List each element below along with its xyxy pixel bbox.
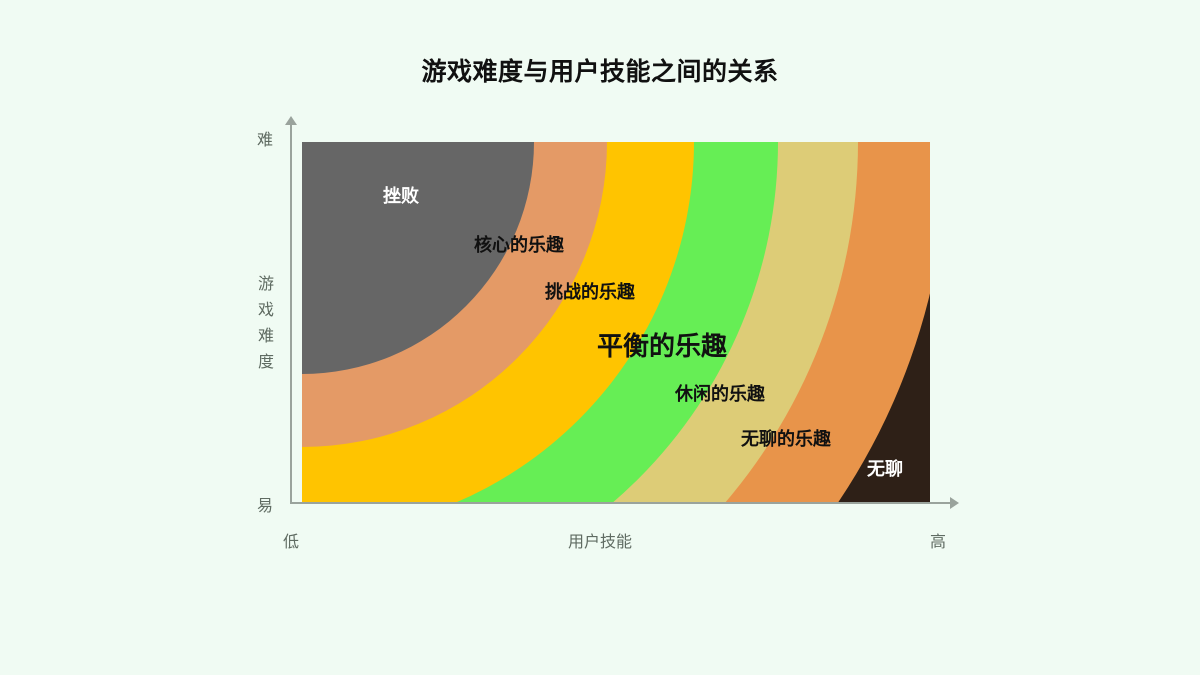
zone-label: 平衡的乐趣 <box>597 331 728 361</box>
zone-label: 挑战的乐趣 <box>545 282 635 302</box>
x-axis-line <box>290 502 955 504</box>
zone-label: 核心的乐趣 <box>474 235 564 255</box>
y-axis-arrow-icon <box>285 116 297 125</box>
y-axis-title: 游戏难度 <box>257 276 274 371</box>
y-axis-min-label: 易 <box>257 498 274 515</box>
zone-label: 无聊的乐趣 <box>741 429 831 449</box>
y-axis-line <box>290 122 292 504</box>
arc-band <box>302 142 534 374</box>
x-axis-min-label: 低 <box>283 534 300 551</box>
zone-label: 挫败 <box>383 186 419 206</box>
y-axis-max-label: 难 <box>257 132 274 149</box>
x-axis-max-label: 高 <box>930 534 947 551</box>
x-axis-arrow-icon <box>950 497 959 509</box>
plot-area <box>302 142 930 503</box>
zone-label: 无聊 <box>867 459 903 479</box>
zone-label: 休闲的乐趣 <box>675 384 765 404</box>
flow-channel-arcs <box>302 142 930 503</box>
page-title: 游戏难度与用户技能之间的关系 <box>421 58 779 86</box>
x-axis-title: 用户技能 <box>567 534 632 551</box>
